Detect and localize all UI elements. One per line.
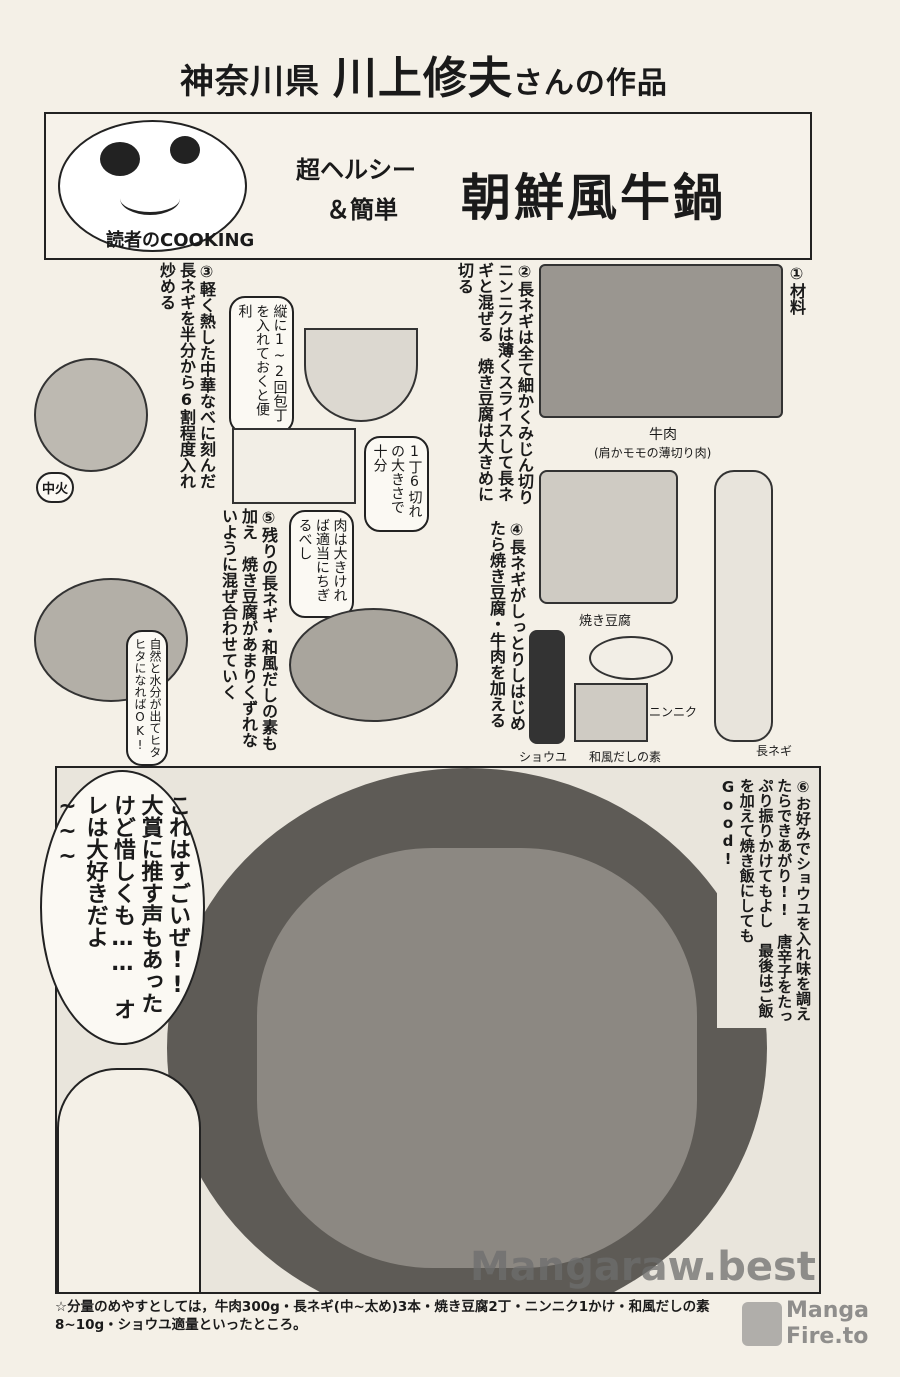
- beef-tofu-dish: [257, 848, 697, 1268]
- garlic-illustration: [589, 636, 673, 680]
- tagline-1: 超ヘルシー: [296, 156, 416, 184]
- label-beef-note: (肩かモモの薄切り肉): [594, 446, 712, 460]
- dish-title: 朝鮮風牛鍋: [461, 169, 726, 227]
- wok-step3-illustration: [34, 358, 148, 472]
- title-suffix: さんの作品: [512, 66, 668, 101]
- speech-text: これはすごいぜ!! 大賞に推す声もあったけど惜しくも…… オレは大好きだよ~~~: [55, 794, 190, 1020]
- dashi-box-illustration: [574, 683, 648, 742]
- bubble-knife-tip: 縦に1~2回包丁を入れておくと便利: [229, 296, 294, 434]
- step-6-text: ⑥お好みでショウユを入れ味を調えたらできあがり!! 唐辛子をたっぷり振りかけても…: [717, 778, 812, 1028]
- logo-text: 読者のCOOKING: [106, 230, 255, 251]
- ingredient-quantities-caption: ☆分量のめやすとしては，牛肉300g・長ネギ(中~太め)3本・焼き豆腐2丁・ニン…: [55, 1299, 710, 1334]
- cow-logo: [58, 120, 247, 252]
- author-name: 川上修夫: [332, 53, 513, 104]
- watermark-fire: Fire.to: [786, 1324, 869, 1349]
- watermark-manga: Manga: [786, 1298, 869, 1323]
- final-dish-panel: ⑥お好みでショウユを入れ味を調えたらできあがり!! 唐辛子をたっぷり振りかけても…: [55, 766, 821, 1294]
- tagline-2: ＆簡単: [326, 196, 398, 224]
- step-3-text: ③軽く熱した中華なべに刻んだ長ネギを半分から6割程度入れ炒める: [157, 262, 216, 489]
- bubble-water-tip: 自然と水分が出てヒタヒタになればOK!: [126, 630, 168, 766]
- step-1-text: ①材料: [787, 264, 806, 315]
- label-soy: ショウユ: [519, 750, 568, 764]
- steps-panel: ①材料 牛肉 (肩かモモの薄切り肉) 焼き豆腐 ショウユ 和風だしの素 ニンニク…: [34, 258, 814, 766]
- step-5-text: ⑤残りの長ネギ・和風だしの素も加え 焼き豆腐があまりくずれないように混ぜ合わせて…: [219, 508, 278, 751]
- label-dashi: 和風だしの素: [589, 750, 662, 764]
- bubble-meat-tip: 肉は大きければ適当にちぎるべし: [289, 510, 354, 618]
- tofu-illustration: [539, 470, 678, 604]
- bowl-illustration: [304, 328, 418, 422]
- step-4-text: ④長ネギがしっとりしはじめたら焼き豆腐・牛肉を加える: [487, 520, 526, 731]
- heat-label: 中火: [36, 472, 75, 503]
- character-illustration: [57, 1068, 201, 1292]
- beef-illustration: [539, 264, 783, 418]
- label-beef: 牛肉: [649, 427, 677, 443]
- prefecture: 神奈川県: [180, 62, 320, 102]
- bubble-tofu-size: 1丁6切れの大きさで十分: [364, 436, 429, 532]
- step-2-text: ②長ネギは全て細かくみじん切り ニンニクは薄くスライスして長ネギと混ぜる 焼き豆…: [455, 262, 534, 521]
- watermark-mangaraw: Mangaraw.best: [470, 1244, 816, 1290]
- wok-step4-illustration: [289, 608, 458, 722]
- speech-bubble: これはすごいぜ!! 大賞に推す声もあったけど惜しくも…… オレは大好きだよ~~~: [40, 770, 205, 1045]
- label-leek: 長ネギ: [756, 744, 793, 758]
- label-garlic: ニンニク: [649, 705, 698, 719]
- page-title: 神奈川県 川上修夫さんの作品: [180, 42, 668, 106]
- leek-illustration: [714, 470, 773, 742]
- header-box: 読者のCOOKING 超ヘルシー ＆簡単 朝鮮風牛鍋: [44, 112, 812, 260]
- soy-bottle-illustration: [529, 630, 565, 744]
- label-tofu: 焼き豆腐: [579, 614, 632, 629]
- mangafire-logo-icon: [742, 1302, 782, 1346]
- tofu-cutting-illustration: [232, 428, 356, 504]
